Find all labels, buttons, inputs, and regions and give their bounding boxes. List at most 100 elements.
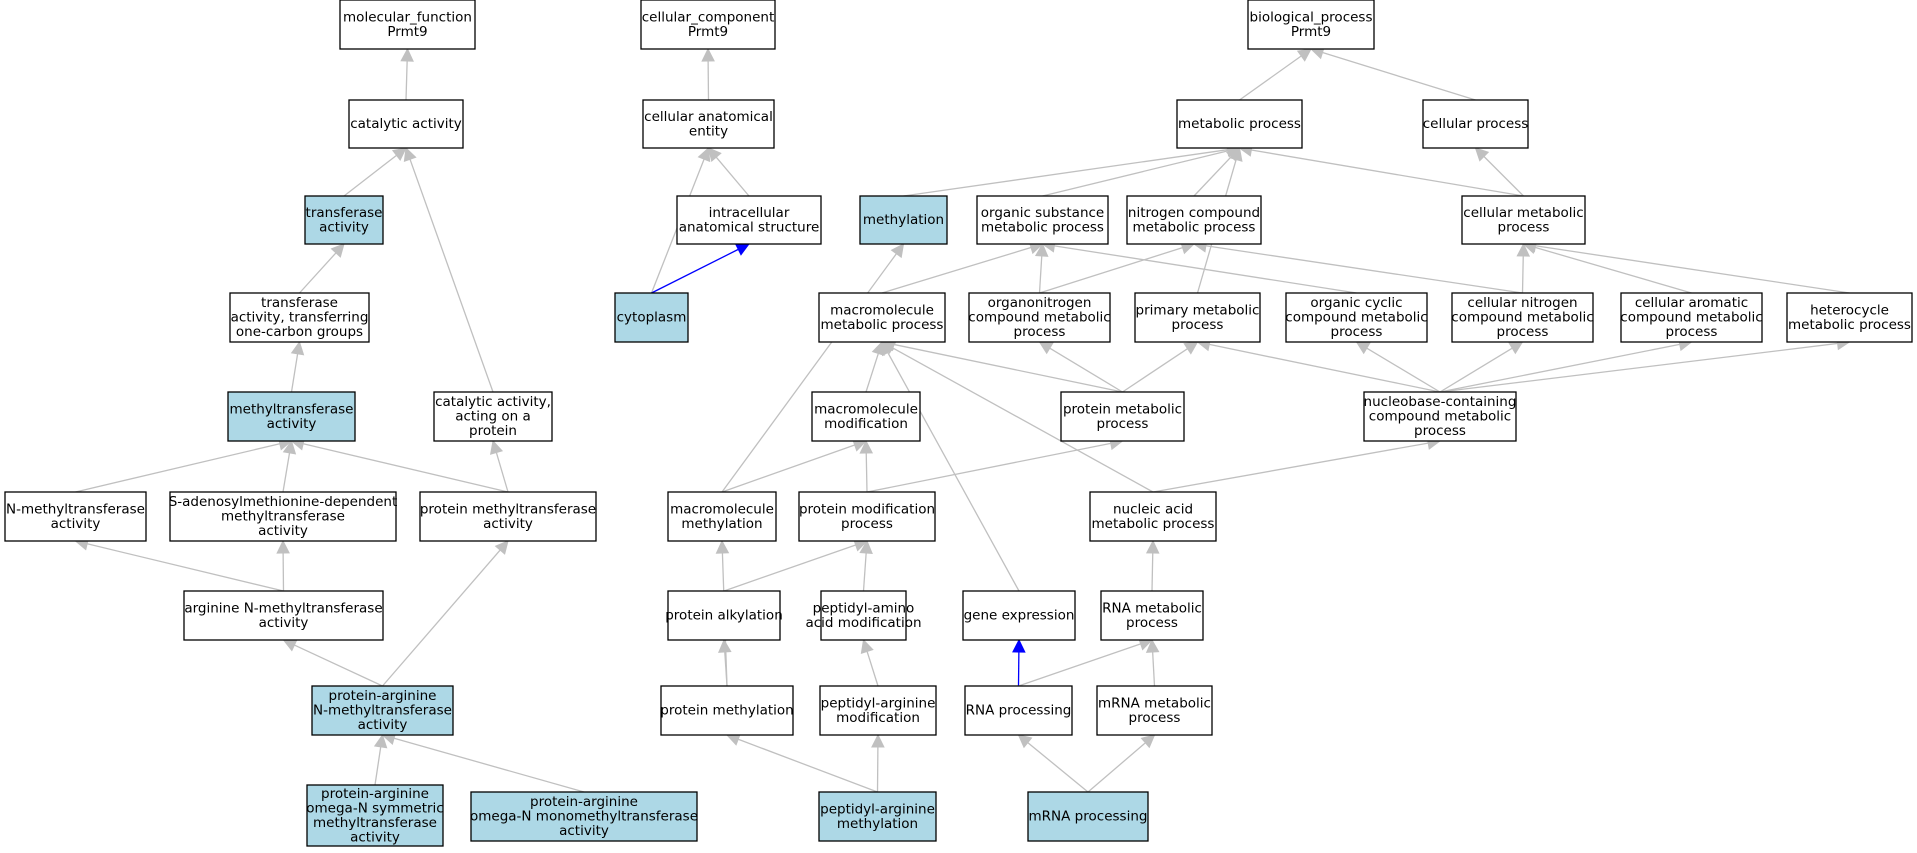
node-label-line: activity xyxy=(559,823,609,839)
node-label-line: cytoplasm xyxy=(617,310,687,326)
node-label-line: activity xyxy=(258,523,308,539)
node-box xyxy=(642,99,775,149)
node-cat[interactable]: catalytic activity xyxy=(348,99,464,149)
edge-pmodp-to-protmp xyxy=(866,442,1111,493)
node-rproc[interactable]: RNA processing xyxy=(964,685,1073,736)
node-box xyxy=(614,292,689,343)
edge-arrowhead-protmp-to-oncmp xyxy=(1038,341,1054,355)
edge-arrowhead-rmp-to-namp xyxy=(1145,539,1160,554)
node-box xyxy=(1451,292,1594,343)
node-box xyxy=(1089,491,1217,542)
edge-pmodp-to-mmod xyxy=(865,452,868,493)
node-cp[interactable]: cellular process xyxy=(1422,99,1529,149)
node-box xyxy=(859,195,948,245)
node-label-line: N-methyltransferase xyxy=(313,703,452,719)
node-palk[interactable]: protein alkylation xyxy=(665,590,783,641)
edges-layer xyxy=(74,46,1851,793)
node-label-line: acid modification xyxy=(805,615,921,631)
node-samdm[interactable]: S-adenosylmethionine-dependentmethyltran… xyxy=(169,491,398,542)
node-box xyxy=(667,491,777,542)
node-label-line: protein-arginine xyxy=(329,688,437,704)
node-label-line: omega-N symmetric xyxy=(306,800,443,816)
node-label-line: activity xyxy=(358,717,408,733)
edge-oncmp-to-osmp xyxy=(1038,255,1043,294)
edge-paam-to-pmodp xyxy=(862,552,867,592)
node-box xyxy=(1620,292,1763,343)
node-mp[interactable]: metabolic process xyxy=(1176,99,1303,149)
node-label-line: compound metabolic xyxy=(1451,310,1593,326)
edge-arrowhead-mrproc-to-rproc xyxy=(1017,734,1033,749)
node-label-line: protein-arginine xyxy=(530,794,638,810)
node-box xyxy=(818,791,937,842)
node-label-line: Prmt9 xyxy=(1291,24,1331,40)
node-label-line: gene expression xyxy=(964,608,1075,624)
node-meth[interactable]: methylation xyxy=(859,195,948,245)
edge-arrowhead-pmta-to-caap xyxy=(489,439,504,455)
edge-cacmp-to-cmp xyxy=(1534,246,1692,294)
edge-nbc-to-pmp xyxy=(1209,343,1441,393)
node-cyto[interactable]: cytoplasm xyxy=(614,292,689,343)
node-panmt[interactable]: protein-arginineN-methyltransferaseactiv… xyxy=(311,685,454,736)
node-mrproc[interactable]: mRNA processing xyxy=(1027,791,1149,842)
node-label-line: cellular metabolic xyxy=(1463,205,1583,221)
edge-arrowhead-pmeth-to-palk xyxy=(718,638,732,653)
node-label-line: methylation xyxy=(837,816,918,832)
node-box xyxy=(169,491,397,542)
edge-mmp-to-osmp xyxy=(881,246,1032,294)
node-box xyxy=(667,590,781,641)
node-label-line: omega-N monomethyltransferase xyxy=(470,809,698,825)
edge-cmp-to-mp xyxy=(1251,149,1524,197)
node-label-line: process xyxy=(1172,317,1224,333)
node-label-line: metabolic process xyxy=(1788,317,1911,333)
node-label-line: methylation xyxy=(681,516,762,532)
node-gexp[interactable]: gene expression xyxy=(962,590,1076,641)
edge-arrowhead-nbc-to-cncmp xyxy=(1508,341,1524,355)
node-pmeth[interactable]: protein methylation xyxy=(660,685,794,736)
node-box xyxy=(1247,0,1375,50)
node-box xyxy=(676,195,822,245)
node-label-line: modification xyxy=(824,416,908,432)
node-box xyxy=(229,292,370,343)
edge-mmeth-to-meth xyxy=(721,253,897,493)
node-box xyxy=(183,590,384,641)
edge-panmt-to-anmt xyxy=(294,644,383,687)
node-label-line: process xyxy=(1097,416,1149,432)
edge-arrowhead-mp-to-bp xyxy=(1296,48,1312,62)
